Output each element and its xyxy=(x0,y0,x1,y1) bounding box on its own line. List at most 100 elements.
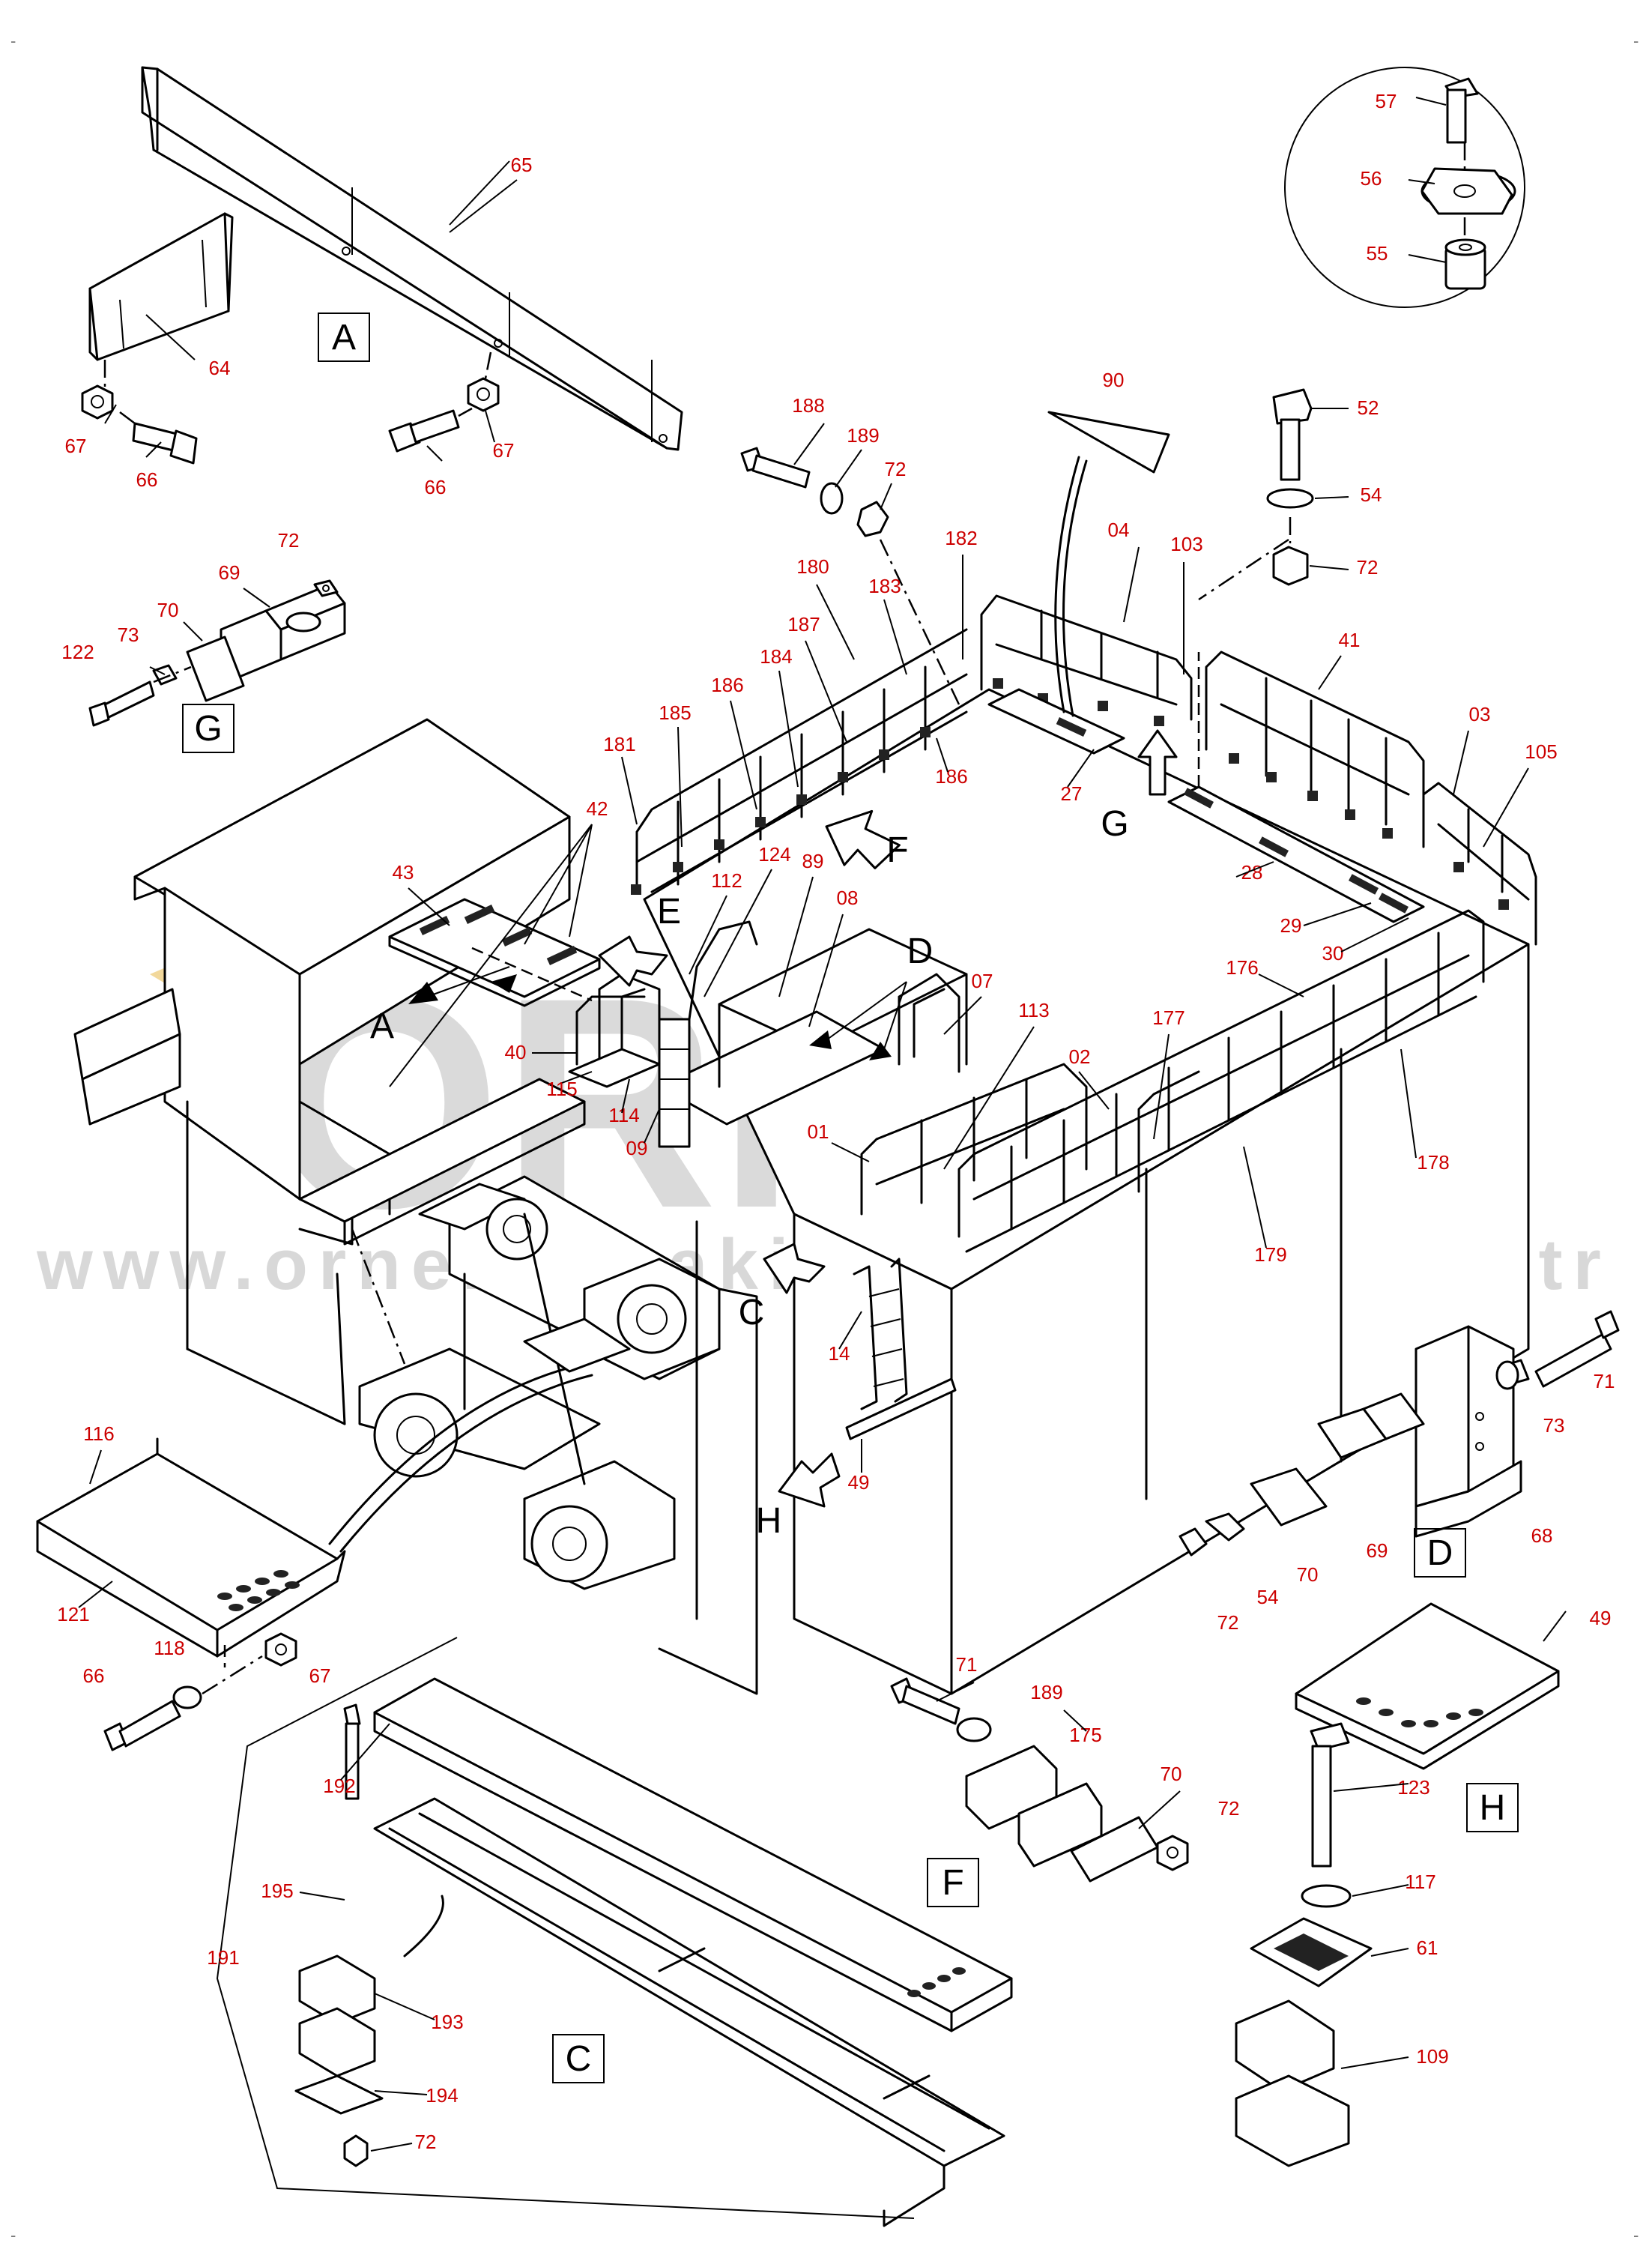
part-label: 66 xyxy=(83,1664,105,1687)
part-label: 123 xyxy=(1397,1776,1429,1799)
part-label: 118 xyxy=(154,1637,184,1659)
svg-text:-: - xyxy=(10,2226,16,2245)
view-box-g xyxy=(182,704,235,753)
view-letter-g-arrow: G xyxy=(1101,804,1128,844)
part-label: 54 xyxy=(1257,1586,1279,1608)
part-label: 66 xyxy=(425,476,447,498)
view-letter-c-arrow: C xyxy=(739,1293,765,1332)
view-letter-c-box: C xyxy=(566,2039,592,2079)
part-label: 71 xyxy=(1594,1370,1615,1392)
part-number-labels: 65 64 67 66 66 67 57 56 55 188 189 72 90… xyxy=(57,90,1615,2153)
view-box-f xyxy=(927,1858,979,1907)
tray-116-121 xyxy=(36,1437,346,1751)
view-letter-h-box: H xyxy=(1480,1788,1506,1828)
part-label: 69 xyxy=(219,561,240,584)
part-label: 68 xyxy=(1531,1524,1553,1547)
part-label: 185 xyxy=(659,701,691,724)
part-label: 27 xyxy=(1061,782,1083,805)
view-box-h xyxy=(1466,1783,1519,1832)
view-letter-g-box: G xyxy=(194,709,222,749)
part-label: 67 xyxy=(309,1664,331,1687)
view-letter-a-arrow: A xyxy=(370,1006,394,1046)
part-label: 66 xyxy=(136,468,158,491)
part-label: 42 xyxy=(587,797,608,820)
c-beams xyxy=(216,1637,1013,2227)
part-label: 73 xyxy=(118,624,139,646)
view-box-a xyxy=(318,313,370,362)
part-label: 192 xyxy=(323,1775,355,1797)
part-label: 67 xyxy=(65,435,87,457)
part-label: 121 xyxy=(57,1603,89,1625)
part-label: 109 xyxy=(1416,2045,1448,2068)
part-label: 187 xyxy=(787,613,820,636)
part-label: 194 xyxy=(426,2084,458,2107)
part-label: 09 xyxy=(626,1137,648,1159)
part-label: 183 xyxy=(868,575,901,597)
view-letter-a-box: A xyxy=(332,318,356,357)
part-label: 67 xyxy=(493,439,515,462)
part-label: 184 xyxy=(760,645,792,668)
plate-90 xyxy=(1047,411,1170,717)
view-letter-f-arrow: F xyxy=(886,830,908,870)
view-box-c xyxy=(552,2034,605,2083)
part-label: 175 xyxy=(1069,1724,1101,1746)
part-label: 28 xyxy=(1241,861,1263,884)
part-label: 64 xyxy=(209,357,231,379)
part-label: 52 xyxy=(1358,396,1379,419)
part-label: 180 xyxy=(796,555,829,578)
crop-marks: - - - - xyxy=(10,31,1639,2245)
part-label: 04 xyxy=(1108,519,1130,541)
part-label: 71 xyxy=(956,1653,978,1676)
part-label: 01 xyxy=(808,1120,829,1143)
view-letters: A A C C D D D E F F G G H H xyxy=(194,318,1505,2079)
part-label: 116 xyxy=(83,1422,114,1445)
clamp-f-assembly xyxy=(890,1677,1189,1883)
part-label: 54 xyxy=(1361,483,1382,506)
part-label: 70 xyxy=(1161,1763,1182,1785)
detail-circle-55-57 xyxy=(1284,67,1525,308)
part-label: 195 xyxy=(261,1880,293,1902)
part-label: 70 xyxy=(1297,1563,1319,1586)
part-label: 73 xyxy=(1543,1414,1565,1437)
part-label: 89 xyxy=(802,850,824,872)
svg-text:-: - xyxy=(1633,2226,1639,2245)
boom-arms xyxy=(328,1175,758,1695)
view-letter-d-arrow: D xyxy=(907,932,934,971)
view-letter-h-arrow: H xyxy=(756,1501,782,1541)
part-label: 112 xyxy=(711,869,742,892)
railings xyxy=(568,594,1537,1440)
svg-text:-: - xyxy=(10,31,16,50)
part-label: 14 xyxy=(829,1342,850,1365)
part-label: 179 xyxy=(1254,1243,1286,1266)
leader-lines xyxy=(78,179,1567,2152)
part-label: 65 xyxy=(511,154,533,176)
part-label: 90 xyxy=(1103,369,1125,391)
part-label: 40 xyxy=(505,1041,527,1063)
view-box-d xyxy=(1414,1528,1466,1578)
part-label: 182 xyxy=(945,527,977,549)
part-label: 72 xyxy=(1217,1611,1239,1634)
svg-text:-: - xyxy=(1633,31,1639,50)
part-label: 193 xyxy=(431,2011,463,2033)
part-label: 49 xyxy=(848,1471,870,1494)
part-label: 72 xyxy=(1357,556,1379,579)
part-label: 115 xyxy=(546,1078,577,1100)
part-label: 114 xyxy=(608,1104,639,1126)
direction-arrows xyxy=(408,729,1178,1508)
part-label: 177 xyxy=(1152,1006,1184,1029)
part-label: 176 xyxy=(1226,956,1258,979)
part-label: 57 xyxy=(1376,90,1397,112)
part-label: 186 xyxy=(935,765,967,788)
view-letter-f-box: F xyxy=(942,1863,963,1903)
view-letter-boxes xyxy=(182,313,1519,2083)
view-letter-d-box: D xyxy=(1427,1533,1453,1573)
walkway-43 xyxy=(388,898,601,1007)
part-label: 30 xyxy=(1322,942,1344,965)
part-a-assembly xyxy=(81,66,683,465)
h-assembly xyxy=(1235,1602,1560,2167)
part-label: 69 xyxy=(1367,1539,1388,1562)
part-label: 29 xyxy=(1280,914,1302,937)
part-label: 07 xyxy=(972,970,993,992)
bolt-52-assembly xyxy=(1198,388,1314,601)
